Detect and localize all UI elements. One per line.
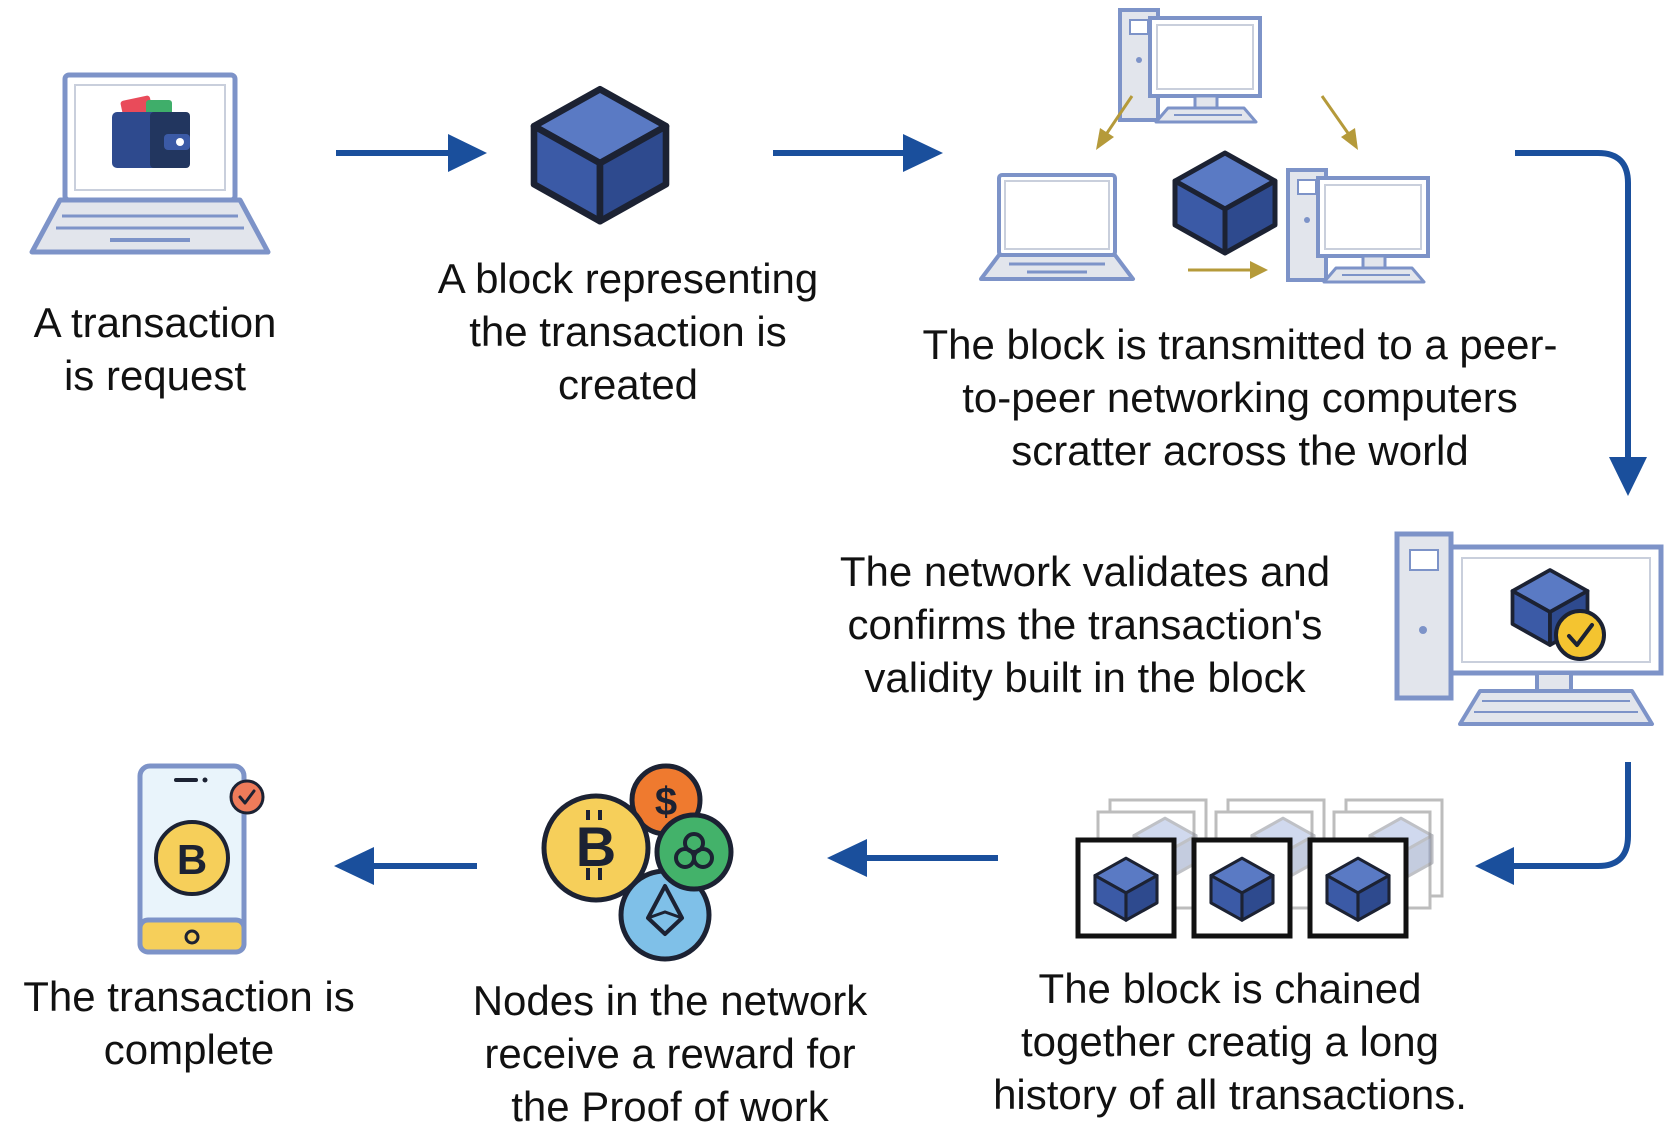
check-badge-icon bbox=[229, 779, 265, 815]
step-label-block-created: A block representing the transaction is … bbox=[408, 252, 848, 411]
computer-validated-block-icon bbox=[1394, 531, 1664, 726]
laptop-icon bbox=[979, 173, 1135, 281]
label-line: receive a reward for bbox=[484, 1030, 856, 1077]
svg-text:$: $ bbox=[655, 780, 677, 824]
step-label-block-chained: The block is chained together creatig a … bbox=[960, 962, 1500, 1121]
network-arrow-icon bbox=[1096, 95, 1358, 279]
label-line: created bbox=[557, 361, 699, 408]
label-line: A transaction bbox=[33, 299, 277, 346]
label-line: the transaction is bbox=[469, 308, 787, 355]
label-line: Nodes in the network bbox=[472, 977, 868, 1024]
label-line: The block is chained bbox=[1038, 965, 1422, 1012]
label-line: scratter across the world bbox=[1011, 427, 1469, 474]
step-label-network-validates: The network validates and confirms the t… bbox=[800, 545, 1370, 704]
wallet-icon bbox=[112, 95, 190, 168]
arrow-left-icon bbox=[1475, 762, 1631, 885]
block-cube-icon bbox=[534, 89, 666, 221]
arrow-right-icon bbox=[336, 134, 487, 172]
step-label-transaction-complete: The transaction is complete bbox=[0, 970, 378, 1076]
arrow-left-icon bbox=[334, 847, 477, 885]
laptop-wallet-icon bbox=[29, 72, 271, 255]
block-cube-icon bbox=[1175, 153, 1275, 253]
arrow-down-icon bbox=[1515, 150, 1647, 496]
label-line: The transaction is bbox=[23, 973, 355, 1020]
arrow-left-icon bbox=[827, 839, 998, 877]
label-line: history of all transactions. bbox=[993, 1071, 1467, 1118]
desktop-computer-icon bbox=[1286, 168, 1430, 284]
peer-network-icon bbox=[979, 8, 1430, 284]
label-line: The network validates and bbox=[839, 548, 1331, 595]
step-label-transaction-request: A transaction is request bbox=[0, 296, 310, 402]
label-line: The block is transmitted to a peer- bbox=[922, 321, 1558, 368]
label-line: to-peer networking computers bbox=[962, 374, 1518, 421]
label-line: together creatig a long bbox=[1021, 1018, 1439, 1065]
label-line: validity built in the block bbox=[864, 654, 1306, 701]
label-line: the Proof of work bbox=[511, 1083, 829, 1130]
bitcoin-coin-icon: B bbox=[541, 793, 651, 903]
check-badge-icon bbox=[1554, 609, 1606, 661]
ethereum-coin-icon bbox=[618, 868, 712, 962]
arrow-right-icon bbox=[773, 134, 943, 172]
label-line: A block representing bbox=[437, 255, 819, 302]
desktop-computer-icon bbox=[1118, 8, 1262, 124]
svg-text:B: B bbox=[576, 815, 616, 878]
label-line: confirms the transaction's bbox=[847, 601, 1323, 648]
label-line: complete bbox=[103, 1026, 275, 1073]
flow-arrows bbox=[334, 134, 1647, 885]
svg-text:B: B bbox=[177, 836, 207, 883]
phone-bitcoin-check-icon: B bbox=[137, 763, 265, 955]
crypto-coins-icon: $ B bbox=[541, 763, 734, 962]
step-label-nodes-rewarded: Nodes in the network receive a reward fo… bbox=[435, 974, 905, 1133]
step-label-block-transmitted: The block is transmitted to a peer- to-p… bbox=[885, 318, 1595, 477]
block-chain-icon bbox=[1075, 798, 1444, 939]
green-coin-icon bbox=[654, 812, 734, 892]
label-line: is request bbox=[63, 352, 247, 399]
